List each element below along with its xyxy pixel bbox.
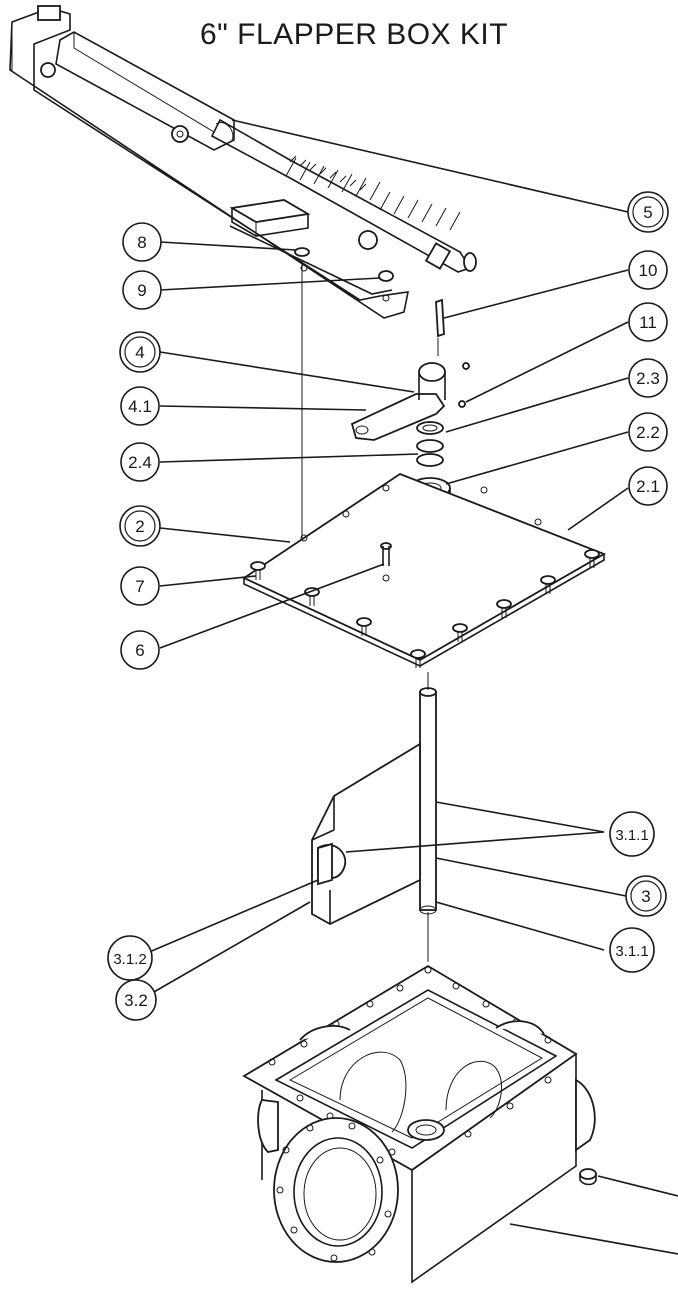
callout-2-4-text: 2.4 <box>128 453 152 472</box>
callout-2-1-text: 2.1 <box>636 477 660 496</box>
side-flange-left <box>257 1099 279 1153</box>
callout-3: 3 <box>625 875 667 917</box>
callout-3-1-1-upper: 3.1.1 <box>609 811 655 857</box>
shaft-collar-parts <box>350 298 470 509</box>
nut-9 <box>378 270 394 282</box>
shaft <box>419 691 437 911</box>
diagram-title: 6" FLAPPER BOX KIT <box>200 18 509 51</box>
lever-arm-assembly <box>9 5 477 319</box>
arm-nut <box>171 125 189 143</box>
callout-6-text: 6 <box>135 641 144 660</box>
callout-3-2-text: 3.2 <box>124 991 148 1010</box>
cover-bolts <box>250 484 600 668</box>
spring-rod <box>210 118 472 273</box>
cover-plate-top <box>242 472 607 662</box>
callout-7-text: 7 <box>135 577 144 596</box>
side-flange-right <box>575 1078 596 1152</box>
callout-4-1-text: 4.1 <box>128 397 152 416</box>
assembly-axes <box>301 260 439 962</box>
callout-2-2: 2.2 <box>628 412 668 452</box>
callout-8: 8 <box>122 222 162 262</box>
callout-3-1-1-lower: 3.1.1 <box>609 927 655 973</box>
callout-11: 11 <box>628 302 668 342</box>
drain-nut <box>579 1168 597 1180</box>
inlet-flange-front <box>273 1117 399 1263</box>
callout-7: 7 <box>120 566 160 606</box>
callout-2-3-text: 2.3 <box>636 369 660 388</box>
housing-flange-bolts <box>268 966 552 1156</box>
leader-lines <box>139 119 678 1255</box>
flapper-plate <box>311 742 421 926</box>
flapper-housing <box>242 964 597 1284</box>
callout-2-4: 2.4 <box>120 442 160 482</box>
pivot-pin <box>40 62 56 78</box>
callout-5-text: 5 <box>643 203 652 222</box>
callout-11-text: 11 <box>639 313 657 332</box>
coil-spring-upper <box>285 155 381 201</box>
lever-hub <box>418 362 446 382</box>
callout-6: 6 <box>120 630 160 670</box>
callout-8-text: 8 <box>137 233 146 252</box>
callout-2-2-text: 2.2 <box>636 423 660 442</box>
callout-3-1-2-text: 3.1.2 <box>113 951 146 968</box>
coil-spring-lower <box>379 191 461 231</box>
callout-2-1: 2.1 <box>628 466 668 506</box>
callout-4: 4 <box>119 331 161 373</box>
washer-24-a <box>416 439 444 453</box>
callout-bubbles: 5 8 9 10 11 4 <box>107 191 669 1021</box>
pivot-bracket <box>9 7 410 319</box>
callout-2-text: 2 <box>135 517 144 536</box>
callout-9-text: 9 <box>137 281 146 300</box>
washer-24-b <box>416 453 444 467</box>
callout-3-1-1-upper-text: 3.1.1 <box>615 827 648 844</box>
callout-10-text: 10 <box>639 261 658 280</box>
washer-23 <box>416 421 444 435</box>
rod-end-nut <box>424 242 452 270</box>
callout-4-text: 4 <box>135 343 144 362</box>
bolt-8 <box>294 247 310 257</box>
cover-plate <box>242 472 607 668</box>
rod-end <box>463 252 477 272</box>
spring-nut <box>358 230 378 250</box>
callout-3-1-1-lower-text: 3.1.1 <box>615 943 648 960</box>
pin-10 <box>435 298 445 338</box>
bottom-bearing <box>407 1119 445 1141</box>
callout-3-text: 3 <box>641 887 650 906</box>
callout-4-1: 4.1 <box>120 386 160 426</box>
pivot-nut <box>37 5 61 21</box>
callout-10: 10 <box>628 250 668 290</box>
callout-2: 2 <box>119 505 161 547</box>
callout-3-2: 3.2 <box>115 979 157 1021</box>
callout-3-1-2: 3.1.2 <box>107 935 153 981</box>
callout-9: 9 <box>122 270 162 310</box>
inlet-flange-bolts <box>276 1122 392 1262</box>
flapper-shaft-assembly <box>311 687 437 926</box>
callout-2-3: 2.3 <box>628 358 668 398</box>
callout-5: 5 <box>627 191 669 233</box>
weight-block-top <box>229 199 311 223</box>
